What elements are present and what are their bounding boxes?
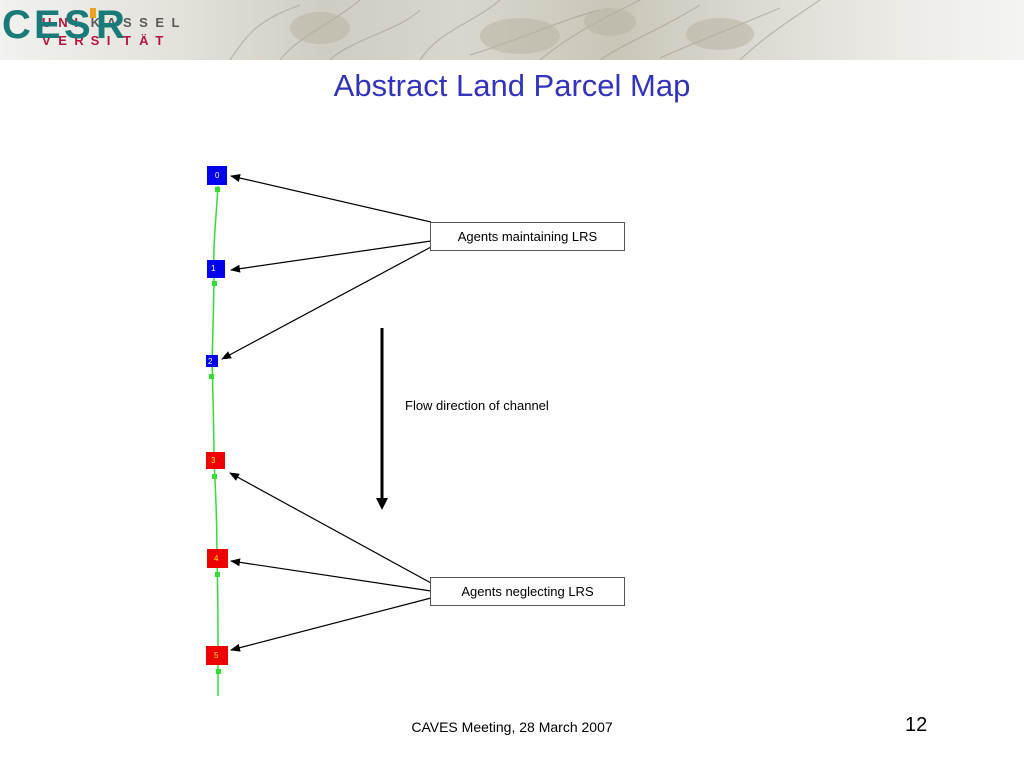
callout-agents-neglecting: Agents neglecting LRS xyxy=(430,577,625,606)
parcel-node-3: 3 xyxy=(206,452,225,469)
logo-letter: L xyxy=(171,15,180,30)
logo-letter: T xyxy=(155,33,164,48)
arrow-to-parcel-3 xyxy=(229,472,432,584)
logo-letter: V xyxy=(42,33,51,48)
arrow-to-parcel-0 xyxy=(230,174,432,223)
channel-junction xyxy=(212,474,217,479)
arrow-to-parcel-5 xyxy=(230,597,432,652)
parcel-label: 4 xyxy=(214,554,219,563)
logo-letter: K xyxy=(90,15,100,30)
parcel-label: 5 xyxy=(214,651,219,660)
slide-title: Abstract Land Parcel Map xyxy=(333,68,691,103)
channel-junction xyxy=(216,669,221,674)
header-background-art xyxy=(229,0,821,60)
parcel-node-5: 5 xyxy=(206,646,228,665)
cesr-letter-s: S xyxy=(64,3,91,44)
parcel-node-4: 4 xyxy=(207,549,228,568)
logo-letter: S xyxy=(139,15,148,30)
flow-direction-arrowhead xyxy=(376,498,388,510)
channel-junction xyxy=(215,187,220,192)
cesr-logo: C E S R xyxy=(2,3,125,44)
uni-kassel-logo: U N I K A S S E L V E R S I T Ä T xyxy=(42,14,202,50)
logo-letter: E xyxy=(155,15,164,30)
logo-letter: I xyxy=(74,15,78,30)
logo-letter: T xyxy=(122,33,131,48)
slide-footer: CAVES Meeting, 28 March 2007 xyxy=(411,719,613,735)
logo-letter: A xyxy=(106,15,117,30)
arrow-to-parcel-1 xyxy=(230,240,432,273)
parcel-node-1: 1 xyxy=(207,260,225,278)
callout-agents-maintaining: Agents maintaining LRS xyxy=(430,222,625,251)
cesr-accent-mark xyxy=(90,8,96,18)
channel-junction xyxy=(209,374,214,379)
flow-direction-label: Flow direction of channel xyxy=(405,398,549,413)
logo-letter: N xyxy=(58,15,68,30)
parcel-node-2: 2 xyxy=(206,355,218,367)
arrow-to-parcel-4 xyxy=(230,558,432,592)
logo-letter: U xyxy=(42,15,52,30)
logo-letter: S xyxy=(122,15,132,30)
logo-row-uni-kassel: U N I K A S S E L xyxy=(42,14,202,32)
logo-letter: Ä xyxy=(139,33,149,48)
cesr-letter-r: R xyxy=(96,3,125,44)
logo-row-versitaet: V E R S I T Ä T xyxy=(42,32,202,50)
arrow-to-parcel-2 xyxy=(221,246,432,360)
cesr-letter-e: E xyxy=(34,3,61,44)
parcel-label: 3 xyxy=(211,456,216,465)
header-banner: U N I K A S S E L V E R S I T Ä T C E S … xyxy=(0,0,1024,60)
parcel-node-0: 0 xyxy=(207,166,227,185)
cesr-letter-c: C xyxy=(2,3,31,44)
parcel-label: 0 xyxy=(215,171,220,180)
channel-junction xyxy=(212,281,217,286)
channel-junction xyxy=(215,572,220,577)
logo-letter: S xyxy=(90,33,100,48)
logo-letter: E xyxy=(58,33,67,48)
logo-letter: I xyxy=(106,33,111,48)
page-number: 12 xyxy=(905,714,928,736)
parcel-label: 1 xyxy=(211,264,216,273)
parcel-label: 2 xyxy=(208,357,213,366)
logo-letter: R xyxy=(74,33,84,48)
